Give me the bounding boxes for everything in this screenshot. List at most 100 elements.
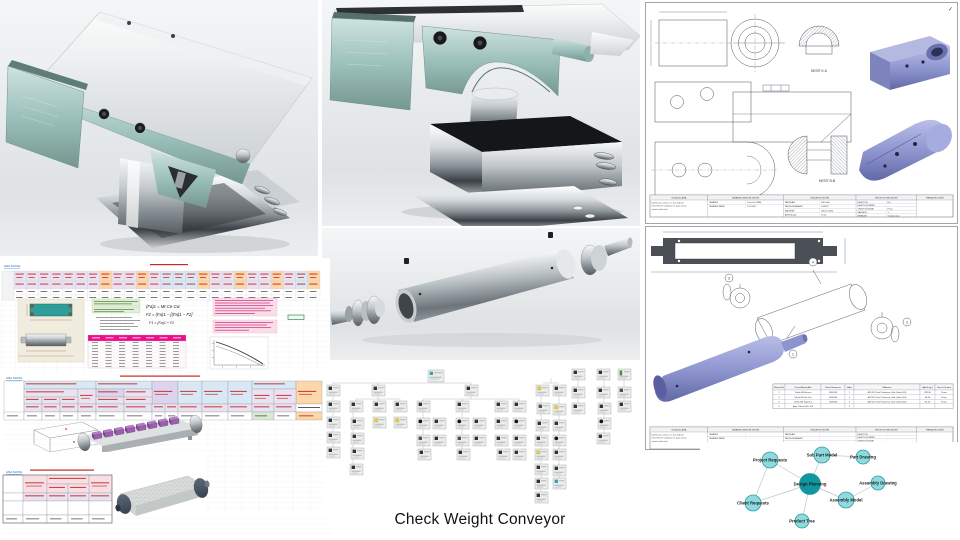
- svg-text:Parça: Parça: [941, 396, 947, 399]
- svg-text:REVİZYON TARİHİ: REVİZYON TARİHİ: [858, 204, 876, 207]
- svg-text:1: 1: [888, 212, 890, 214]
- roller-top-view: [651, 231, 846, 273]
- svg-text:74.14: 74.14: [821, 215, 827, 217]
- svg-text:1030150: 1030150: [829, 392, 838, 394]
- render-conveyor-iso-top: [0, 0, 318, 256]
- svg-text:Parça: Parça: [941, 391, 947, 394]
- svg-text:Sol Kulak: Sol Kulak: [821, 202, 829, 204]
- drawing-left-ear-part: ✓ KESİT K-K KESİT B-B: [645, 2, 958, 224]
- svg-text:Belirtilmeyen tolerans ve ölçü: Belirtilmeyen tolerans ve ölçü değerleri: [652, 434, 685, 437]
- sheet1-diagram-panel: [17, 298, 85, 363]
- sheet2-header-cells: [3, 380, 323, 421]
- svg-text:DIN 2768 mK standartlarına uyg: DIN 2768 mK standartlarına uygun olacak: [652, 437, 687, 440]
- render-roller-exploded: [322, 228, 640, 360]
- sheet3-table: [2, 474, 113, 524]
- svg-text:REVİZYON TARİHİ: REVİZYON TARİHİ: [858, 436, 876, 439]
- svg-text:TASARIM TARİHİ: TASARIM TARİHİ: [709, 437, 725, 440]
- roller-tube: [395, 249, 576, 323]
- svg-text:ÖN AÇIKLAMA: ÖN AÇIKLAMA: [671, 428, 686, 431]
- svg-text:2: 2: [906, 320, 908, 324]
- roller-left-cap: [330, 295, 385, 327]
- svg-text:4: 4: [778, 406, 780, 408]
- svg-text:AISI 316 Tavlı Paslanmaz Çelik: AISI 316 Tavlı Paslanmaz Çelik Çubuk (SS…: [868, 391, 907, 394]
- spreadsheet-weight-calc: ANA SAYFA: [0, 372, 330, 456]
- svg-text:(Fa)1 = Mt·Ce·Cw: (Fa)1 = Mt·Ce·Cw: [146, 304, 181, 309]
- svg-text:Assembly Model: Assembly Model: [829, 497, 862, 502]
- svg-text:Product Tree: Product Tree: [789, 518, 815, 523]
- svg-text:Unsur Durumu: Unsur Durumu: [937, 386, 952, 389]
- sheet1-notes-lines: [96, 317, 140, 330]
- svg-text:TASARIM TARİHİ: TASARIM TARİHİ: [709, 205, 725, 208]
- svg-text:Assembly Drawing: Assembly Drawing: [859, 480, 897, 485]
- svg-text:1.05.2025: 1.05.2025: [747, 206, 757, 208]
- sheet1-home-link: ANA SAYFA: [4, 264, 20, 268]
- roller-right-cap: [580, 237, 633, 276]
- svg-text:Parça/Montaj Adı: Parça/Montaj Adı: [795, 386, 812, 389]
- sheet1-pink-notes: [212, 297, 305, 334]
- svg-text:MALZEME: MALZEME: [785, 209, 795, 212]
- svg-text:mm/gr/saniye: mm/gr/saniye: [888, 215, 901, 217]
- svg-text:Ağırlık (gr): Ağırlık (gr): [922, 386, 932, 389]
- svg-text:PARÇA ADI: PARÇA ADI: [785, 201, 796, 204]
- svg-text:Client Requests: Client Requests: [737, 500, 769, 505]
- svg-text:B 0: B 0: [888, 202, 892, 204]
- svg-text:Tahrik Mil Sağ Ucu: Tahrik Mil Sağ Ucu: [794, 400, 813, 403]
- svg-text:1: 1: [778, 392, 780, 394]
- product-tree-flowchart: [325, 366, 640, 516]
- roller-exploded-wireframe: [722, 269, 900, 345]
- svg-text:UNSUR DURUMU: UNSUR DURUMU: [858, 441, 875, 443]
- check-icon: ✓: [948, 7, 953, 13]
- svg-text:AISI 316 Tavlı Paslanmaz Çelik: AISI 316 Tavlı Paslanmaz Çelik Çubuk (SS…: [868, 400, 907, 403]
- svg-text:REVİZYON: REVİZYON: [858, 201, 869, 204]
- svg-text:şekilde üretilecektir.: şekilde üretilecektir.: [652, 440, 669, 443]
- svg-text:DIN 2768 mK standartlarına uyg: DIN 2768 mK standartlarına uygun olacak: [652, 205, 687, 208]
- svg-text:1: 1: [849, 401, 851, 403]
- svg-text:Adet: Adet: [847, 386, 852, 389]
- svg-text:UNSUR BİLGİLERİ: UNSUR BİLGİLERİ: [810, 428, 829, 431]
- svg-text:Part Drawing: Part Drawing: [850, 454, 876, 459]
- svg-text:Sub Part Model: Sub Part Model: [807, 452, 837, 457]
- sheet2-home-link: ANA SAYFA: [6, 376, 22, 380]
- svg-text:F2 = (Fa)1 − [(Fa)1 − F2]: F2 = (Fa)1 − [(Fa)1 − F2]: [146, 312, 193, 317]
- sheet1-formulas: (Fa)1 = Mt·Ce·Cw F2 = (Fa)1 − [(Fa)1 − F…: [146, 304, 193, 325]
- sheet2-conveyor-render: [77, 414, 203, 456]
- sheet3-home-link: ANA SAYFA: [6, 470, 22, 474]
- svg-text:298.30: 298.30: [924, 392, 931, 394]
- sheet1-header-strip: [1, 270, 321, 301]
- svg-text:Belirtilmeyen tolerans ve ölçü: Belirtilmeyen tolerans ve ölçü değerleri: [652, 202, 685, 205]
- purple-part-nose: [859, 119, 952, 181]
- motor-engraving: [21, 95, 59, 127]
- svg-text:Design Planning: Design Planning: [794, 481, 827, 486]
- svg-text:UNSUR DURUMU: UNSUR DURUMU: [858, 209, 875, 211]
- svg-text:REVİZYON BİLGİLERİ: REVİZYON BİLGİLERİ: [875, 196, 898, 199]
- svg-text:PARÇA ADI: PARÇA ADI: [785, 433, 796, 436]
- svg-text:68.40: 68.40: [925, 397, 931, 399]
- design-process-network: Design Planning Project Requests Sub Part …: [700, 442, 960, 540]
- svg-text:Montaj No: Montaj No: [774, 386, 785, 389]
- svg-text:TASARIM: TASARIM: [709, 433, 718, 436]
- svg-text:şekilde üretilecektir.: şekilde üretilecektir.: [652, 208, 669, 211]
- svg-text:FİRMA BİLGİLERİ: FİRMA BİLGİLERİ: [926, 428, 944, 431]
- purple-roller-render: [653, 334, 808, 402]
- svg-text:1030354: 1030354: [829, 401, 838, 403]
- svg-text:UNSUR BİLGİLERİ: UNSUR BİLGİLERİ: [810, 196, 829, 199]
- svg-text:PARÇA NUMARASI: PARÇA NUMARASI: [785, 437, 803, 440]
- svg-text:PARÇA NUMARASI: PARÇA NUMARASI: [785, 205, 803, 208]
- sheet3-belt-render: [115, 475, 210, 516]
- svg-text:1045657: 1045657: [821, 206, 830, 208]
- svg-text:2: 2: [778, 397, 780, 399]
- svg-text:6061-T6 (SS): 6061-T6 (SS): [821, 210, 833, 212]
- svg-text:3: 3: [778, 401, 780, 403]
- svg-text:TASARIM ONAY BİLGİLERİ: TASARIM ONAY BİLGİLERİ: [732, 196, 760, 199]
- svg-text:AISI 316 Tavlı Paslanmaz Çelik: AISI 316 Tavlı Paslanmaz Çelik Çubuk (SS…: [868, 396, 907, 399]
- svg-text:FİRMA BİLGİLERİ: FİRMA BİLGİLERİ: [926, 196, 944, 199]
- svg-text:AĞIRLIK (gr): AĞIRLIK (gr): [785, 214, 797, 217]
- svg-text:Ayar Vidası M4 x 5/8: Ayar Vidası M4 x 5/8: [793, 405, 814, 408]
- block-pins: [593, 152, 618, 186]
- svg-text:Project Requests: Project Requests: [753, 457, 788, 462]
- svg-text:TASARIM ONAY BİLGİLERİ: TASARIM ONAY BİLGİLERİ: [732, 428, 760, 431]
